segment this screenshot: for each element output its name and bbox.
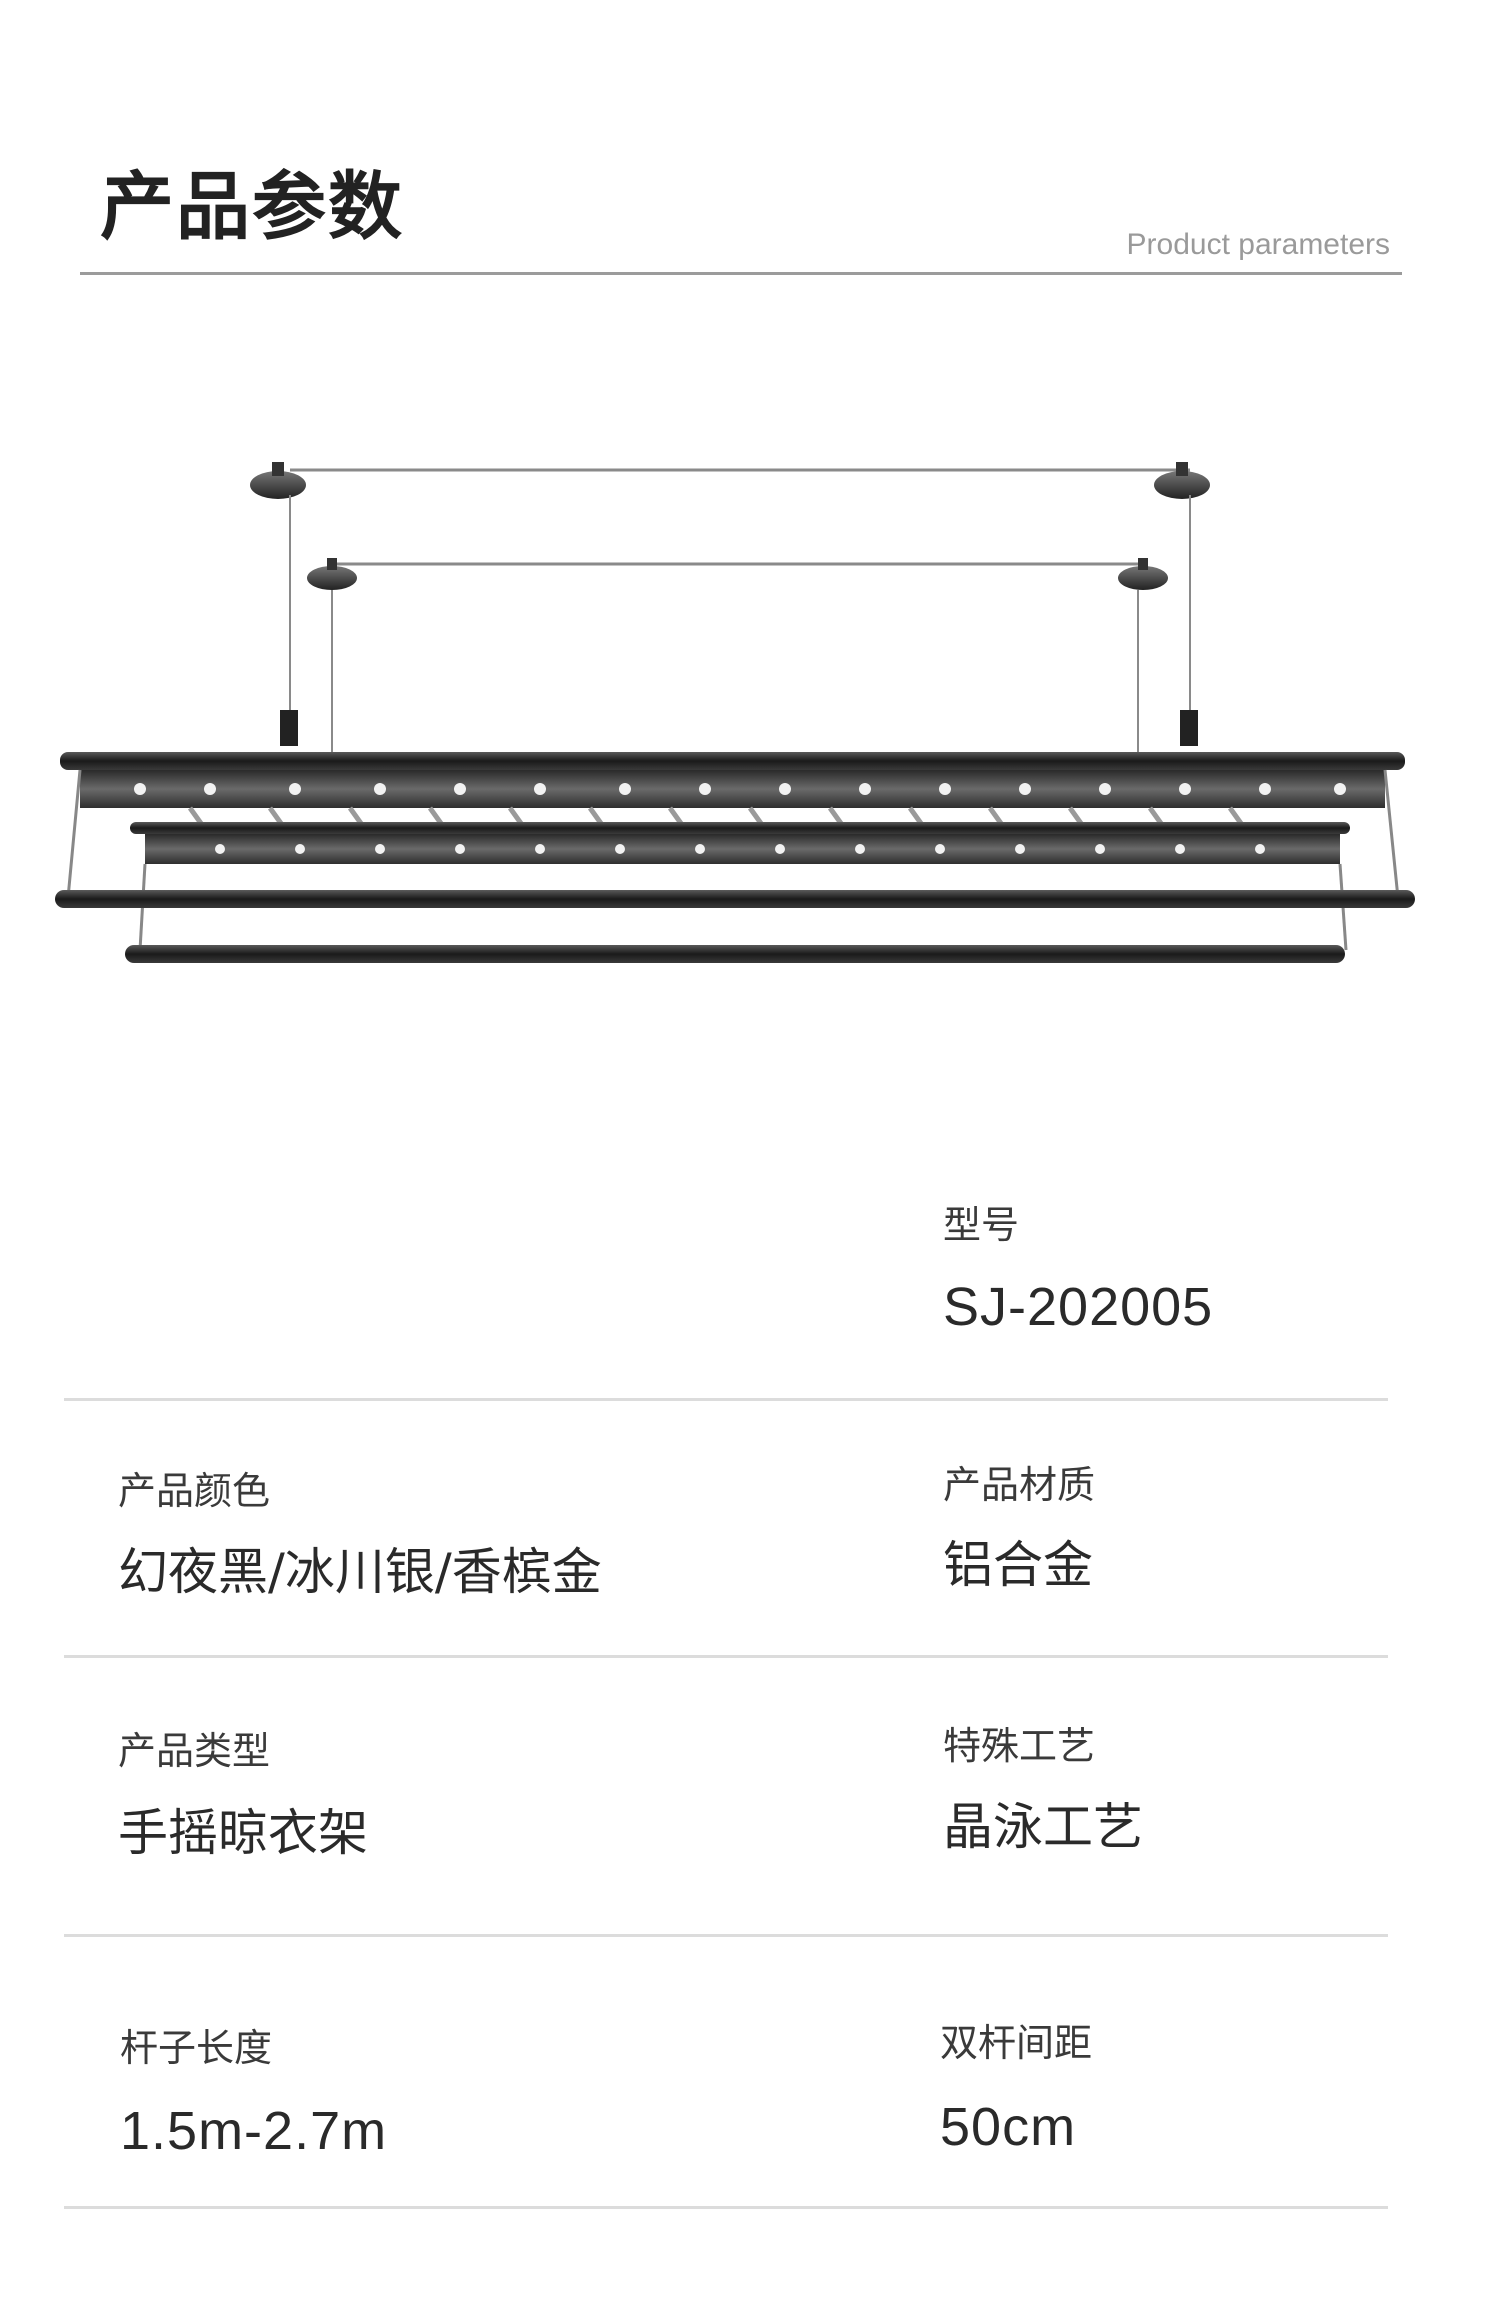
spec-value-craft: 晶泳工艺	[943, 1798, 1143, 1856]
spec-value-model: SJ-202005	[943, 1277, 1214, 1337]
spec-label-rod-length: 杆子长度	[120, 2026, 273, 2070]
spec-value-material: 铝合金	[943, 1536, 1093, 1594]
spec-divider	[64, 1398, 1388, 1401]
spec-divider	[64, 1934, 1388, 1937]
spec-label-material: 产品材质	[943, 1463, 1096, 1507]
spec-divider	[64, 2206, 1388, 2209]
page-title: 产品参数	[100, 164, 404, 250]
spec-value-rod-length: 1.5m-2.7m	[120, 2101, 388, 2161]
spec-label-color: 产品颜色	[118, 1469, 271, 1513]
spec-label-craft: 特殊工艺	[943, 1724, 1096, 1768]
spec-divider	[64, 1655, 1388, 1658]
spec-value-type: 手摇晾衣架	[118, 1804, 368, 1862]
ceiling-mount	[250, 462, 1210, 590]
page-subtitle: Product parameters	[1126, 228, 1390, 261]
spec-label-rod-spacing: 双杆间距	[940, 2021, 1093, 2065]
spec-value-rod-spacing: 50cm	[940, 2097, 1077, 2157]
header-divider	[80, 272, 1402, 275]
drying-rack-image	[55, 462, 1415, 963]
spec-label-model: 型号	[943, 1203, 1020, 1247]
spec-value-color: 幻夜黑/冰川银/香槟金	[118, 1543, 602, 1601]
spec-label-type: 产品类型	[118, 1729, 271, 1773]
